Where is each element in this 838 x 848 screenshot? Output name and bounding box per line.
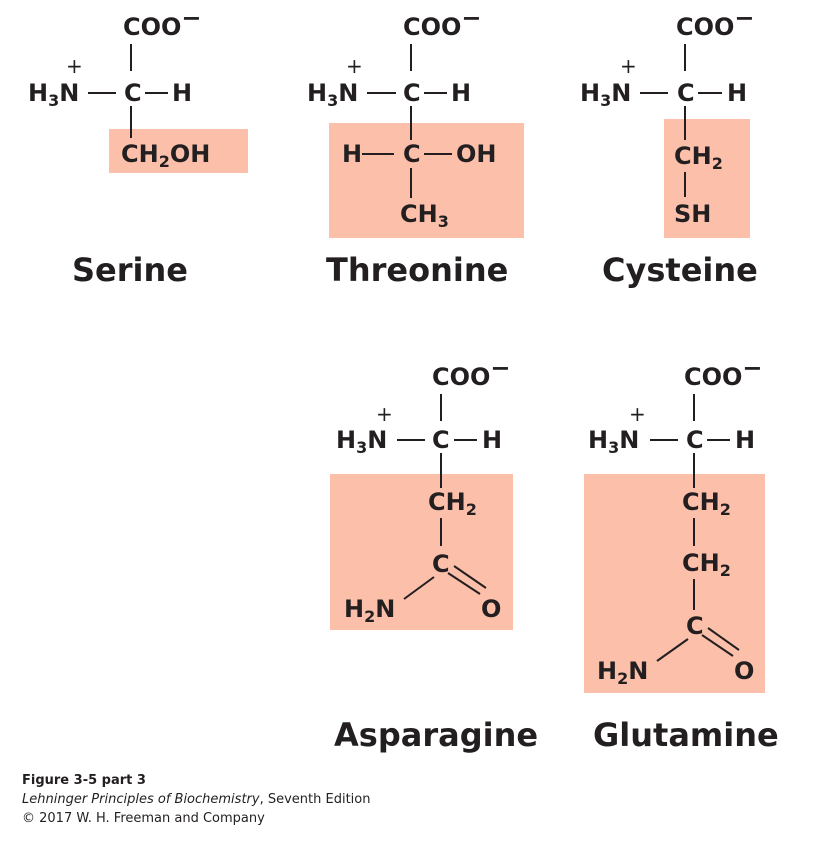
threonine-alpha-hydrogen: H (451, 79, 471, 107)
serine-name: Serine (72, 251, 188, 289)
asparagine-side-chain-ch2: CH2 (428, 488, 477, 519)
asparagine-alpha-carbon: C (432, 426, 450, 454)
glutamine-amide-nh2: H2N (597, 657, 648, 688)
figure-source: Lehninger Principles of Biochemistry, Se… (22, 791, 370, 808)
cysteine-structure: COO− + H3N C H CH2 SH Cysteine (580, 4, 758, 289)
asparagine-amide-carbon: C (432, 550, 450, 578)
glutamine-amine-charge: + (629, 402, 646, 426)
figure-label: Figure 3-5 part 3 (22, 773, 146, 788)
threonine-side-chain-oh: OH (456, 140, 497, 168)
serine-carboxylate: COO− (123, 4, 202, 41)
book-title: Lehninger Principles of Biochemistry (22, 792, 260, 807)
glutamine-name: Glutamine (593, 716, 779, 754)
threonine-side-chain-methyl: CH3 (400, 200, 449, 231)
asparagine-name: Asparagine (334, 716, 538, 754)
cysteine-amine-charge: + (620, 54, 637, 78)
serine-amino-group: H3N (28, 79, 79, 110)
cysteine-amino-group: H3N (580, 79, 631, 110)
threonine-name: Threonine (326, 251, 508, 289)
threonine-amino-group: H3N (307, 79, 358, 110)
glutamine-carboxylate: COO− (684, 354, 763, 391)
cysteine-alpha-carbon: C (677, 79, 695, 107)
glutamine-side-chain-highlight (584, 474, 765, 693)
glutamine-structure: COO− + H3N C H CH2 CH2 C H2N O Glutamine (584, 354, 779, 754)
threonine-structure: COO− + H3N C H H C OH CH3 Threonine (307, 4, 524, 289)
cysteine-side-chain-sh: SH (674, 200, 711, 228)
threonine-side-chain-highlight (329, 123, 524, 238)
glutamine-amide-oxygen: O (734, 657, 754, 685)
cysteine-name: Cysteine (602, 251, 758, 289)
threonine-carboxylate: COO− (403, 4, 482, 41)
glutamine-alpha-hydrogen: H (735, 426, 755, 454)
serine-side-chain-highlight (109, 129, 248, 173)
serine-amine-charge: + (66, 54, 83, 78)
glutamine-amino-group: H3N (588, 426, 639, 457)
cysteine-alpha-hydrogen: H (727, 79, 747, 107)
glutamine-side-chain-ch2-gamma: CH2 (682, 549, 731, 580)
asparagine-alpha-hydrogen: H (482, 426, 502, 454)
book-edition: , Seventh Edition (259, 792, 371, 807)
serine-structure: COO− + H3N C H CH2OH Serine (28, 4, 248, 289)
asparagine-structure: COO− + H3N C H CH2 C H2N O Asparagine (330, 354, 538, 754)
serine-side-chain-text: CH2OH (121, 140, 210, 171)
copyright-notice: © 2017 W. H. Freeman and Company (22, 811, 265, 826)
asparagine-carboxylate: COO− (432, 354, 511, 391)
asparagine-amide-oxygen: O (481, 595, 501, 623)
cysteine-side-chain-ch2: CH2 (674, 142, 723, 173)
asparagine-amide-nh2: H2N (344, 595, 395, 626)
glutamine-amide-carbon: C (686, 612, 704, 640)
threonine-side-chain-c: C (403, 140, 421, 168)
asparagine-side-chain-highlight (330, 474, 513, 630)
threonine-side-chain-h: H (342, 140, 362, 168)
threonine-amine-charge: + (346, 54, 363, 78)
glutamine-side-chain-ch2-beta: CH2 (682, 488, 731, 519)
glutamine-alpha-carbon: C (686, 426, 704, 454)
asparagine-amino-group: H3N (336, 426, 387, 457)
asparagine-amine-charge: + (376, 402, 393, 426)
threonine-alpha-carbon: C (403, 79, 421, 107)
serine-alpha-carbon: C (124, 79, 142, 107)
serine-alpha-hydrogen: H (172, 79, 192, 107)
cysteine-side-chain-highlight (664, 119, 750, 238)
cysteine-carboxylate: COO− (676, 4, 755, 41)
